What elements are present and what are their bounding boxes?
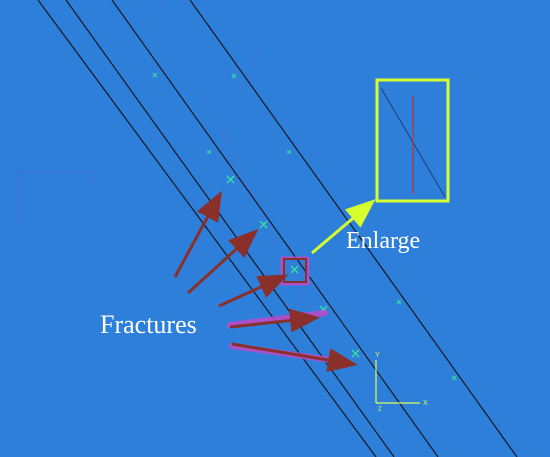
dim-outline-left <box>17 170 91 224</box>
callout-arrows <box>173 190 358 372</box>
enlarge-frame <box>375 78 450 203</box>
fracture-marker-3 <box>290 265 299 274</box>
fracture-line-3 <box>111 0 439 457</box>
enlarge-detail-view <box>375 78 450 203</box>
callout-arrow-4 <box>229 308 320 333</box>
callout-arrow-1 <box>173 190 222 278</box>
axis-x-label: X <box>423 400 428 407</box>
fractures-label: Fractures <box>100 310 197 339</box>
callout-arrow-2 <box>186 228 259 295</box>
axis-triad: Y X Z <box>375 352 428 413</box>
fracture-line-2 <box>65 0 395 457</box>
marker-points-small <box>152 72 457 381</box>
axis-y-label: Y <box>375 352 380 359</box>
callout-arrow-5 <box>231 342 358 372</box>
fracture-marker-1 <box>226 175 235 184</box>
fracture-lines <box>37 0 518 457</box>
axis-z-label: Z <box>378 407 382 413</box>
enlarge-source-box <box>283 258 307 283</box>
enlarge-arrow <box>311 199 376 255</box>
fracture-line-4 <box>189 0 518 457</box>
callout-arrow-3 <box>218 274 289 308</box>
dim-faint-lines <box>159 0 331 356</box>
enlarge-label: Enlarge <box>346 228 420 254</box>
fracture-line-1 <box>37 0 377 457</box>
fracture-marker-2 <box>259 220 268 229</box>
